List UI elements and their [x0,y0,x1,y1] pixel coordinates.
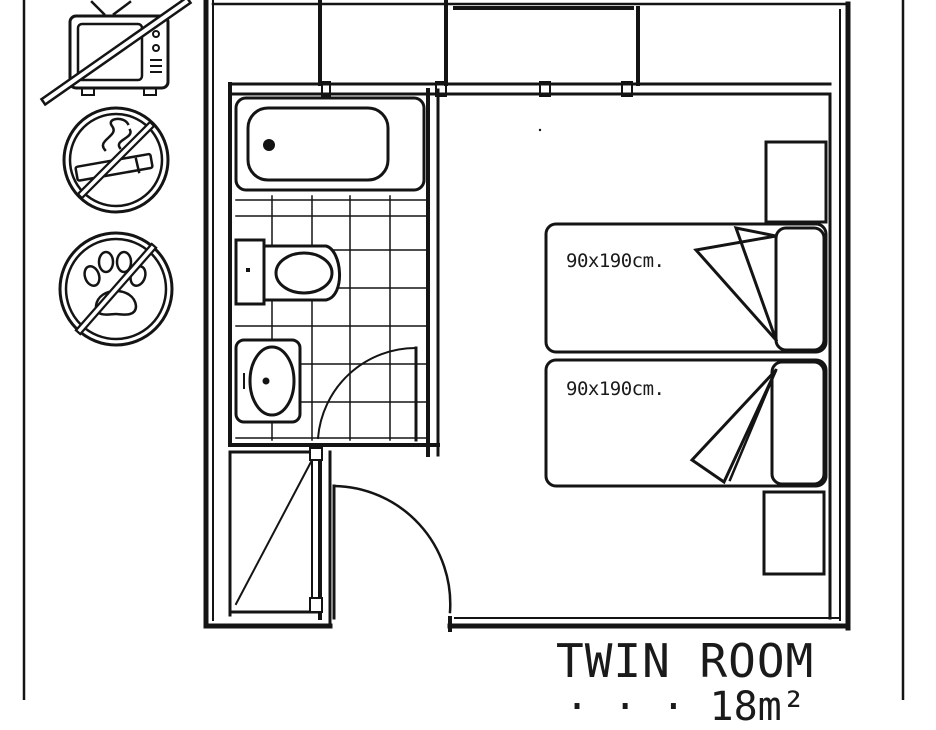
bed-2 [544,358,828,488]
room-area: · · · 18m² [565,684,806,730]
floor-plan-drawing [22,0,905,700]
no-smoking-icon [62,106,170,214]
bed-1-size-label: 90x190cm. [566,250,665,272]
room-title: TWIN ROOM [556,634,815,688]
bed-1 [544,222,828,354]
closet [234,447,323,613]
bedroom [538,128,828,576]
entrance-door [332,484,452,620]
walls [203,0,851,632]
bathroom [234,96,427,442]
floor-plan: 90x190cm. 90x190cm. TWIN ROOM · · · 18m² [22,0,905,730]
bed-2-pillow [770,360,826,486]
bed-1-pillow [774,226,826,352]
bed-2-size-label: 90x190cm. [566,378,665,400]
nightstand-top [764,140,828,224]
no-tv-icon [39,0,193,107]
no-pets-icon [58,231,174,347]
nightstand-bottom [762,490,826,576]
